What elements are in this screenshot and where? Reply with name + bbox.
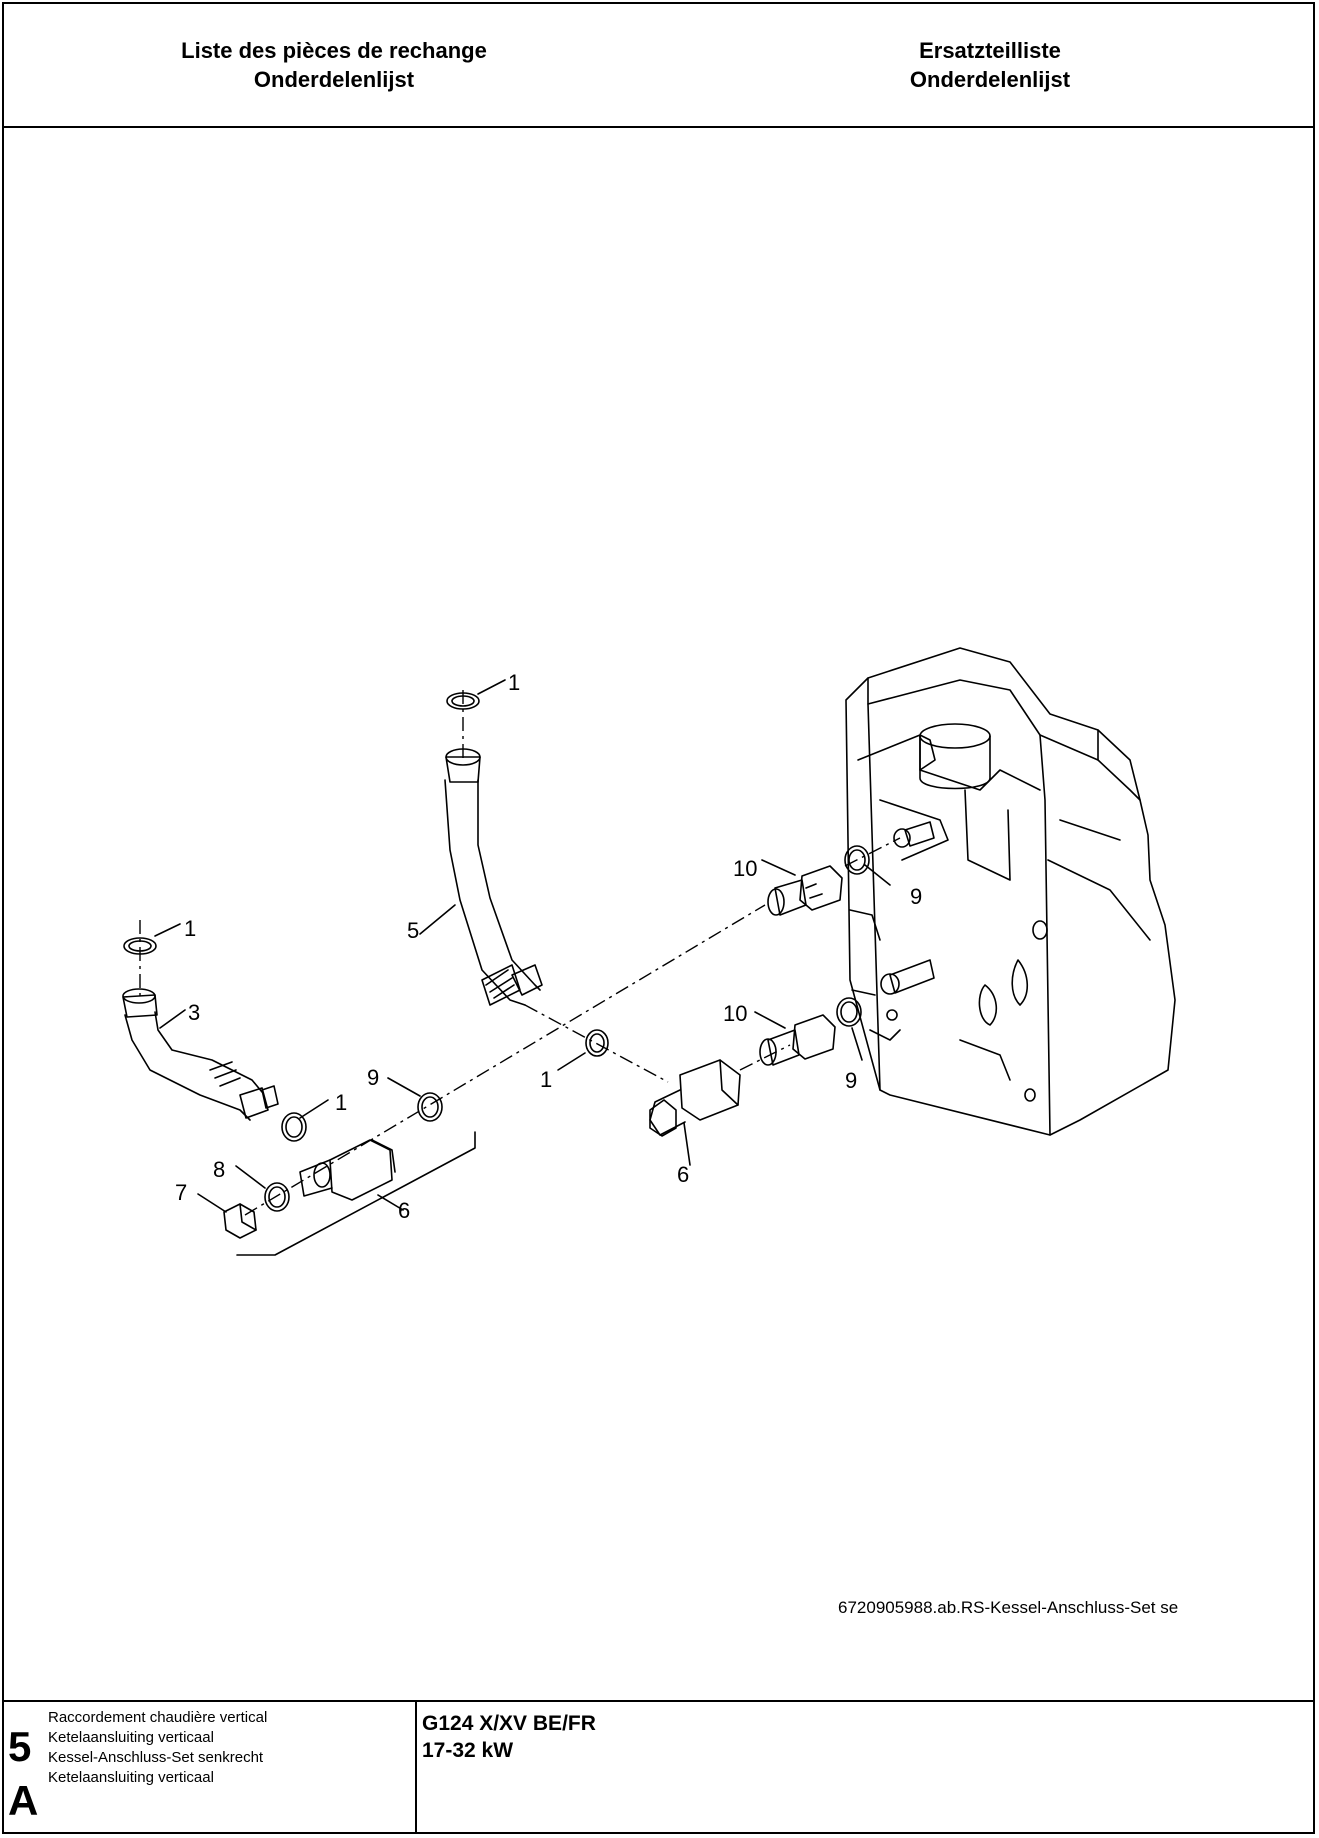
callout-1-left: 1 (184, 916, 196, 941)
boiler-block-illustration (845, 647, 1176, 1136)
callout-1-top: 1 (508, 670, 520, 695)
callout-10-bottom: 10 (723, 1001, 747, 1026)
oring-1-mid (281, 1112, 307, 1142)
section-letter: A (8, 1777, 39, 1824)
oring-9-top (844, 845, 870, 875)
callout-7: 7 (175, 1180, 187, 1205)
axis-line-upper (844, 837, 901, 867)
callout-6-left: 6 (398, 1198, 410, 1223)
description-nl-1: Ketelaansluiting verticaal (48, 1729, 214, 1746)
page-footer: 5 A Raccordement chaudière vertical Kete… (2, 1700, 1315, 1834)
callout-10-top: 10 (733, 856, 757, 881)
callout-5: 5 (407, 918, 419, 943)
description-fr: Raccordement chaudière vertical (48, 1709, 268, 1726)
item-6-bracket (236, 1131, 476, 1256)
callout-3: 3 (188, 1000, 200, 1025)
callout-8: 8 (213, 1157, 225, 1182)
hose-5-illustration (444, 748, 543, 1006)
model-power: 17-32 kW (422, 1739, 514, 1762)
description-de: Kessel-Anschluss-Set senkrecht (48, 1749, 264, 1766)
callout-1-mid: 1 (335, 1090, 347, 1115)
adapter-10-bottom-illustration (759, 1014, 836, 1066)
oring-8 (264, 1182, 290, 1212)
section-descriptions: Raccordement chaudière vertical Ketelaan… (48, 1708, 267, 1788)
drawing-reference: 6720905988.ab.RS-Kessel-Anschluss-Set se (838, 1598, 1179, 1617)
header-title-nl-right: Onderdelenlijst (909, 67, 1071, 92)
header-title-de: Ersatzteilliste (919, 38, 1061, 63)
fitting-6-left-illustration (299, 1139, 396, 1201)
header-right-titles: Ersatzteilliste Onderdelenlijst (710, 36, 1270, 94)
header-title-nl-left: Onderdelenlijst (253, 67, 415, 92)
axis-line-hose5 (524, 1004, 669, 1083)
plug-7-illustration (223, 1203, 257, 1239)
adapter-10-top-illustration (767, 865, 843, 916)
fitting-6-right-illustration (649, 1059, 741, 1137)
callout-9-left: 9 (367, 1065, 379, 1090)
header-title-fr: Liste des pièces de rechange (181, 38, 487, 63)
oring-1-center (585, 1029, 609, 1057)
description-nl-2: Ketelaansluiting verticaal (48, 1769, 214, 1786)
model-name: G124 X/XV BE/FR (422, 1712, 596, 1735)
axis-line-main (244, 904, 766, 1216)
axis-line-right (739, 1044, 791, 1071)
callout-9-bottom: 9 (845, 1068, 857, 1093)
section-number: 5 (8, 1723, 32, 1770)
oring-9-bottom (836, 997, 862, 1027)
oring-9-left (417, 1092, 443, 1122)
footer-divider (415, 1702, 417, 1834)
hose-3-illustration (122, 988, 279, 1121)
callout-6-right: 6 (677, 1162, 689, 1187)
callout-9-top: 9 (910, 884, 922, 909)
page-header: Liste des pièces de rechange Onderdelenl… (2, 2, 1315, 128)
model-info: G124 X/XV BE/FR 17-32 kW (422, 1710, 596, 1764)
callout-1-center: 1 (540, 1067, 552, 1092)
header-left-titles: Liste des pièces de rechange Onderdelenl… (54, 36, 614, 94)
